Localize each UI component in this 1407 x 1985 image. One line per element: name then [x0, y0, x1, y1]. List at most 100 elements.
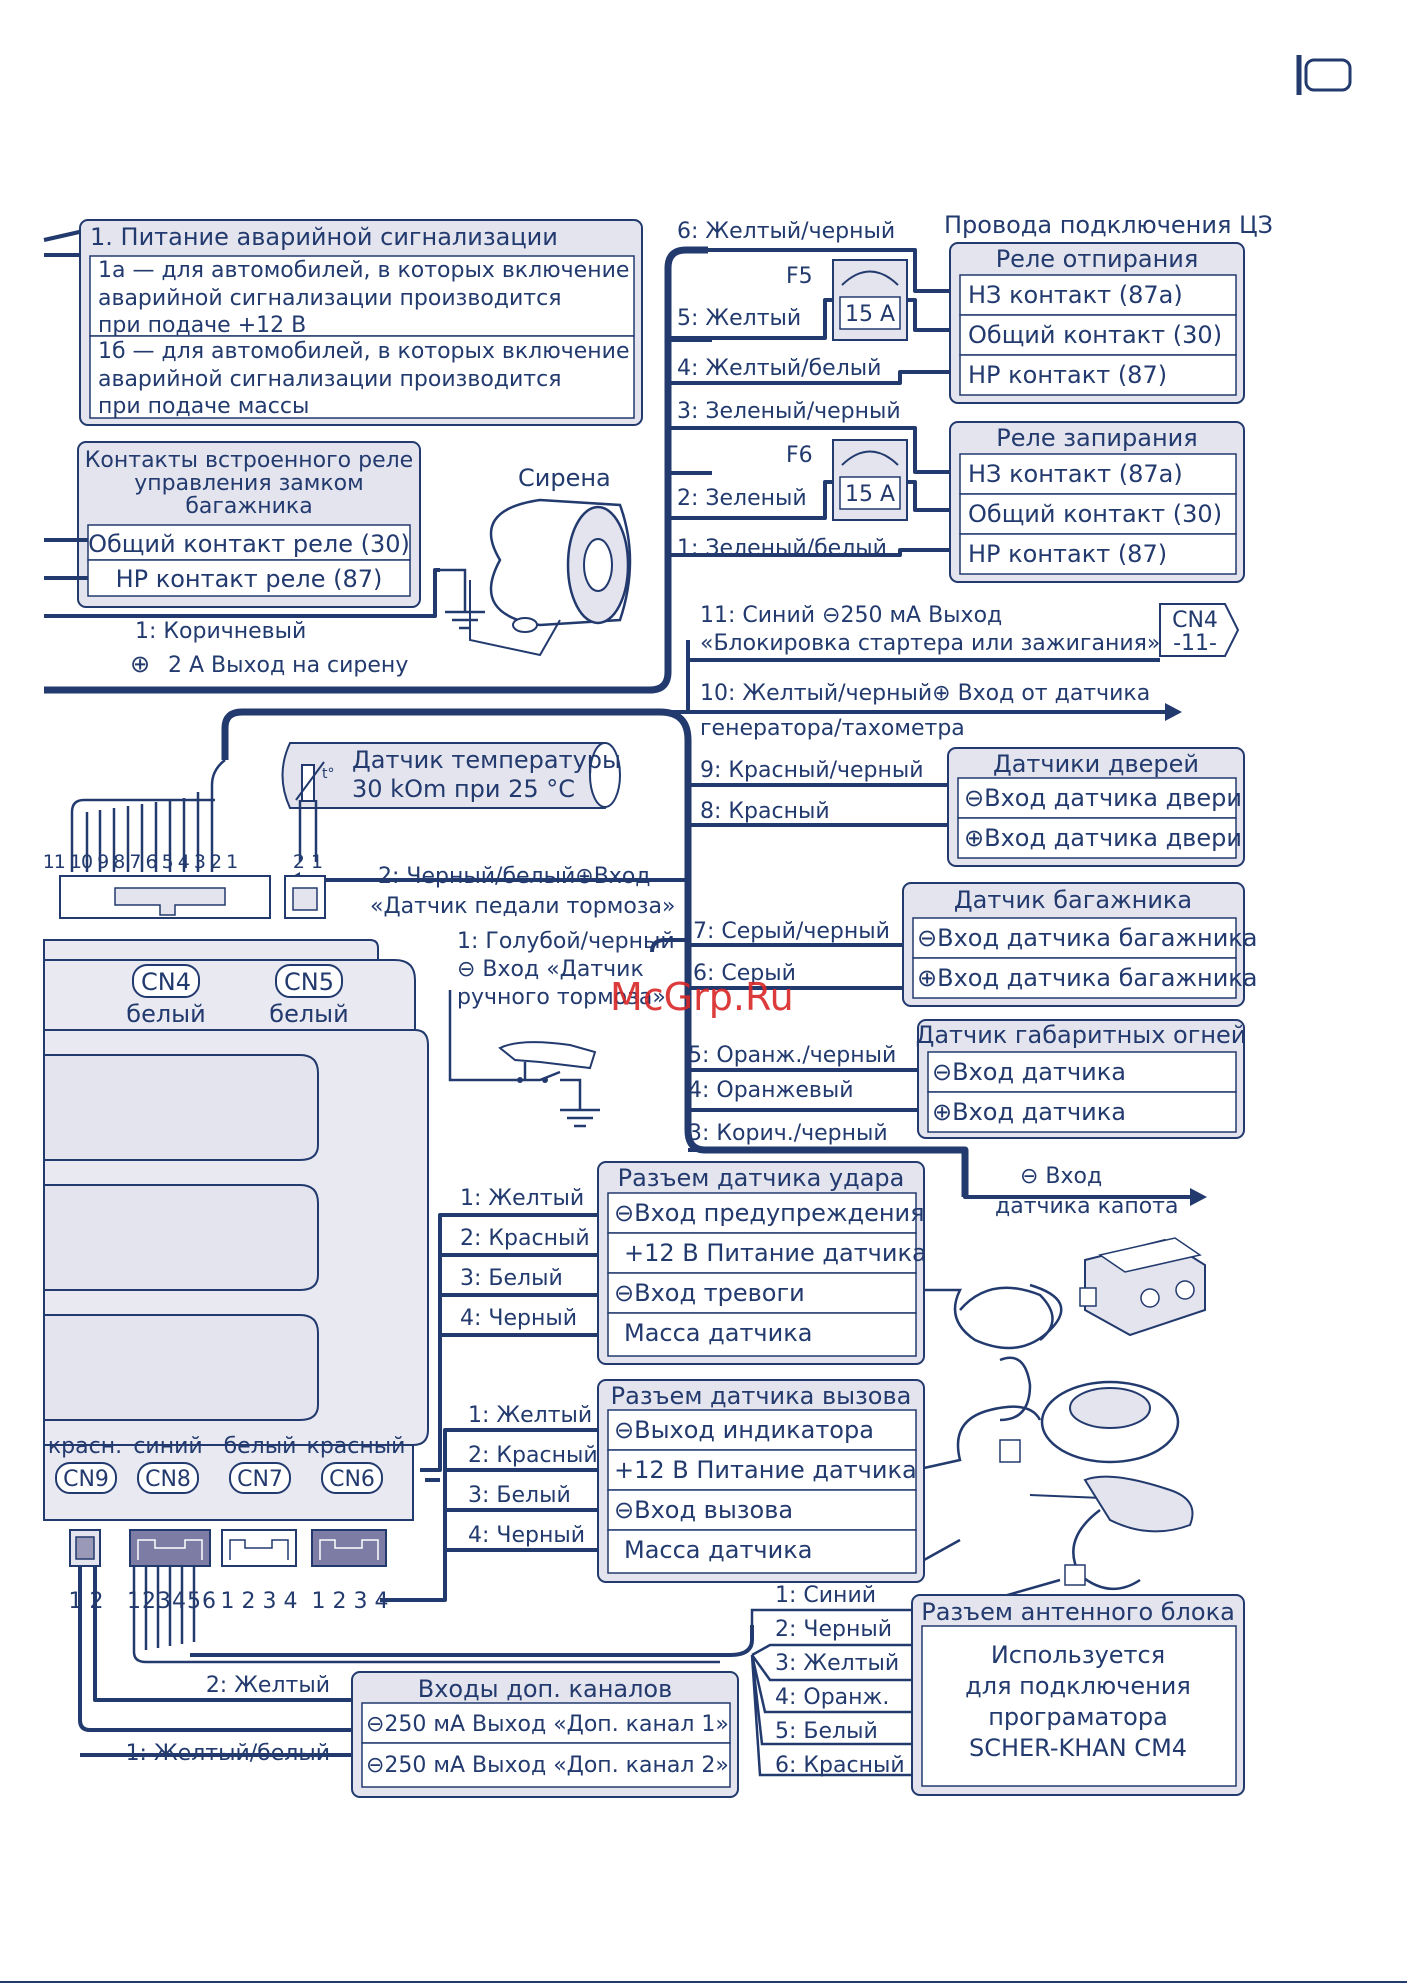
label-text: ⊖250 мА Выход «Доп. канал 1» [366, 1712, 729, 1737]
label-text: 2: Красный [460, 1226, 590, 1251]
label-text: для подключения [965, 1672, 1191, 1700]
door-wire-8: 8: Красный [700, 799, 830, 824]
trunk-relay-title-3: багажника [185, 494, 312, 519]
label-text: ⊖Вход тревоги [614, 1279, 805, 1307]
cz-wire-1: 1: Зеленый/белый [677, 536, 887, 561]
handbrake-line1: 1: Голубой/черный [457, 929, 675, 954]
fuse-f6: F6 15 А [786, 439, 908, 521]
emergency-a-line3: при подаче +12 В [98, 313, 306, 338]
cn5-label: CN5 [284, 968, 334, 996]
handbrake: 1: Голубой/черный ⊖ Вход «Датчик ручного… [448, 929, 688, 1128]
siren: Сирена 1: Коричневый ⊕ 2 А Выход на сире… [44, 464, 632, 678]
aux-channels-box: 2: Желтый 1: Желтый/белый Входы доп. кан… [78, 1566, 739, 1798]
cn9-color: красн. [48, 1434, 122, 1459]
cn7-label: CN7 [237, 1467, 283, 1492]
label-text: 1: Синий [775, 1583, 876, 1608]
label-text: 3: Желтый [775, 1651, 899, 1676]
aux-title: Входы доп. каналов [418, 1675, 673, 1703]
label-text: 4: Черный [460, 1306, 577, 1331]
trunk-sensor-title: Датчик багажника [954, 886, 1192, 914]
label-text: ⊕Вход датчика багажника [917, 964, 1258, 992]
siren-title: Сирена [518, 464, 611, 492]
label-text: 6: Красный [775, 1753, 905, 1778]
siren-output-label: 2 А Выход на сирену [168, 653, 408, 678]
lock-relay-box: Реле запирания НЗ контакт (87а) Общий ко… [949, 421, 1245, 583]
hood-line1: ⊖ Вход [1020, 1164, 1102, 1189]
label-text: ⊖Вход вызова [614, 1496, 793, 1524]
generator-line1: 10: Желтый/черный⊕ Вход от датчика [700, 681, 1150, 706]
label-text: Масса датчика [624, 1536, 812, 1564]
starter-line1: 11: Синий ⊖250 мА Выход [700, 603, 1002, 628]
cz-wire-5: 5: Желтый [677, 306, 801, 331]
lock-relay-title: Реле запирания [996, 424, 1197, 452]
trunk-relay-box: Контакты встроенного реле управления зам… [44, 441, 421, 608]
fuse-f6-rating: 15 А [845, 482, 895, 507]
cn6-color: красный [307, 1434, 406, 1459]
label-text: F6 [786, 443, 813, 468]
siren-wire-label: 1: Коричневый [135, 619, 306, 644]
shock-sensor-illustration-icon [924, 1237, 1206, 1350]
unlock-relay-box: Реле отпирания НЗ контакт (87а) Общий ко… [949, 242, 1245, 404]
shock-sensor-box: 1: Желтый 2: Красный 3: Белый 4: Черный … [420, 1161, 927, 1482]
doors-title: Датчики дверей [993, 750, 1199, 778]
trunk-sensor-box: 7: Серый/черный 6: Серый Датчик багажник… [693, 882, 1258, 1007]
watermark: McGrp.Ru [610, 975, 794, 1019]
cn8-label: CN8 [145, 1467, 191, 1492]
brake-pedal: 2: Черный/белый⊕Вход «Датчик педали торм… [370, 864, 675, 919]
trunk-relay-title-2: управления замком [134, 471, 363, 496]
label-text: Масса датчика [624, 1319, 812, 1347]
doors-box: 9: Красный/черный 8: Красный Датчики две… [700, 747, 1245, 867]
temp-line1: Датчик температуры [352, 746, 621, 774]
call-title: Разъем датчика вызова [611, 1382, 912, 1410]
shock-title: Разъем датчика удара [618, 1164, 905, 1192]
temp-line2: 30 kOm при 25 °С [352, 775, 575, 803]
label-text: 5: Белый [775, 1719, 878, 1744]
cn5-color: белый [269, 1000, 348, 1028]
parking-lights-box: 5: Оранж./черный 4: Оранжевый Датчик габ… [688, 1019, 1246, 1139]
corner-tab [1296, 55, 1352, 95]
cn8-color: синий [133, 1434, 202, 1459]
generator-label: 10: Желтый/черный⊕ Вход от датчика генер… [700, 681, 1150, 741]
cn4-color: белый [126, 1000, 205, 1028]
label-text: Общий контакт (30) [968, 321, 1222, 349]
label-text: +12 В Питание датчика [614, 1456, 917, 1484]
brake-line1: 2: Черный/белый⊕Вход [378, 864, 651, 889]
label-text: програматора [988, 1703, 1168, 1731]
emergency-a-line2: аварийной сигнализации производится [98, 286, 561, 311]
trunk-relay-title-1: Контакты встроенного реле [85, 448, 413, 473]
cz-wire-6: 6: Желтый/черный [677, 219, 895, 244]
handbrake-line3: ручного тормоза» [457, 985, 666, 1010]
cn9-pins: 1 2 [69, 1589, 104, 1614]
door-wire-9: 9: Красный/черный [700, 758, 924, 783]
label-text: НЗ контакт (87а) [968, 281, 1183, 309]
parking-wire-5: 5: Оранж./черный [688, 1043, 896, 1068]
cz-wire-4: 4: Желтый/белый [677, 356, 881, 381]
handbrake-line2: ⊖ Вход «Датчик [457, 957, 644, 982]
cz-wire-3: 3: Зеленый/черный [677, 399, 901, 424]
handbrake-ground-icon [560, 1108, 600, 1128]
main-unit: CN4 белый CN5 белый [43, 939, 429, 1521]
fuse-f5-rating: 15 А [845, 302, 895, 327]
brake-line2: «Датчик педали тормоза» [370, 894, 675, 919]
label-text: +12 В Питание датчика [624, 1239, 927, 1267]
emergency-a-line1: 1а — для автомобилей, в которых включени… [98, 258, 629, 283]
cn5-pin-numbers: 2 1 [293, 851, 323, 873]
starter-line2: «Блокировка стартера или зажигания» [700, 631, 1160, 656]
temp-symbol: t° [322, 766, 335, 782]
label-text: 1: Желтый [460, 1186, 584, 1211]
starter-tag-top: CN4 [1172, 608, 1218, 633]
call-sensor-box: 1: Желтый 2: Красный 3: Белый 4: Черный … [380, 1379, 925, 1602]
cn4-tag-icon [1159, 603, 1240, 657]
emergency-power-box: 1. Питание аварийной сигнализации 1а — д… [43, 219, 643, 426]
label-text: 1: Желтый [468, 1403, 592, 1428]
ground-icon [445, 610, 485, 630]
cn8-pins: 1 2 3 4 5 6 [127, 1589, 215, 1614]
label-text: 3: Белый [460, 1266, 563, 1291]
label-text: 2: Красный [468, 1443, 598, 1468]
label-text: НР контакт (87) [968, 540, 1167, 568]
label-text: ⊖Выход индикатора [614, 1416, 874, 1444]
starter-block: 11: Синий ⊖250 мА Выход «Блокировка стар… [700, 603, 1240, 657]
unlock-relay-title: Реле отпирания [996, 245, 1199, 273]
hood-line2: датчика капота [995, 1194, 1178, 1219]
